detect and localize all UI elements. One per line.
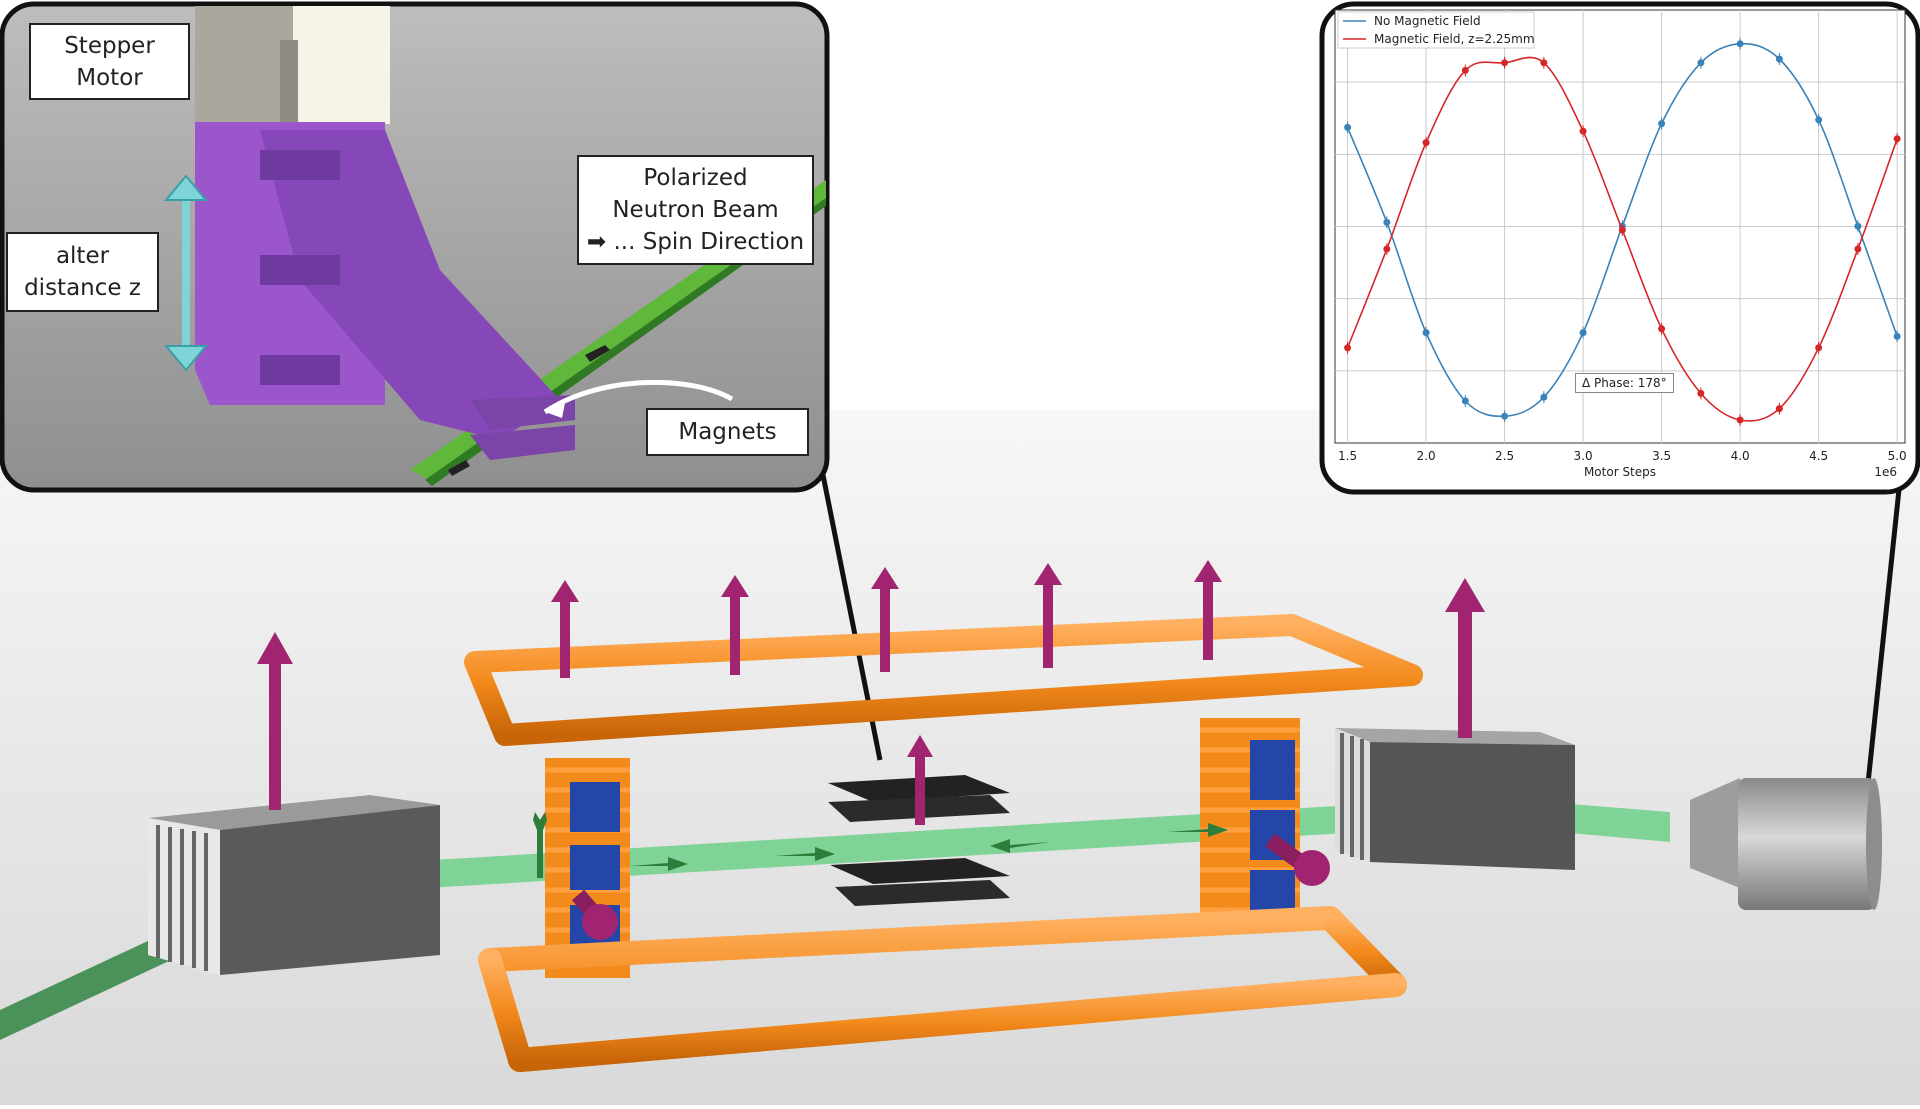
x-tick-label: 3.0 xyxy=(1574,449,1593,463)
magnets-label-text: Magnets xyxy=(678,419,777,445)
alter-distance-label: alter distance z xyxy=(6,232,159,312)
sample-magnets xyxy=(828,735,1010,906)
data-point xyxy=(1618,226,1626,234)
x-tick-label: 4.0 xyxy=(1731,449,1750,463)
double-arrow-icon xyxy=(163,174,209,372)
data-point xyxy=(1697,59,1705,67)
plot-series xyxy=(1344,37,1901,426)
x-axis-multiplier: 1e6 xyxy=(1874,465,1897,479)
data-point xyxy=(1736,416,1744,424)
field-arrows-top xyxy=(551,560,1222,678)
data-point xyxy=(1697,389,1705,397)
data-point xyxy=(1540,59,1548,67)
data-point xyxy=(1579,127,1587,135)
data-point xyxy=(1461,66,1469,74)
alter-distance-label-line-1: alter xyxy=(55,243,110,269)
magnets-label: Magnets xyxy=(646,408,809,456)
x-tick-label: 2.5 xyxy=(1495,449,1514,463)
interference-plot: 1.5 2.0 2.5 3.0 3.5 4.0 4.5 5.0 Motor Steps 1e6… xyxy=(1334,9,1907,479)
data-point xyxy=(1658,120,1666,128)
x-tick-label: 5.0 xyxy=(1888,449,1907,463)
data-point xyxy=(1893,332,1901,340)
data-point xyxy=(1422,139,1430,147)
data-point xyxy=(1383,218,1391,226)
polarized-beam-label: Polarized Neutron Beam ➡ ... Spin Direct… xyxy=(577,155,814,265)
data-point xyxy=(1775,55,1783,63)
data-point xyxy=(1854,245,1862,253)
data-point xyxy=(1815,344,1823,352)
data-point xyxy=(1501,59,1509,67)
polarized-beam-label-line-3: ➡ ... Spin Direction xyxy=(586,229,805,255)
data-point xyxy=(1658,325,1666,333)
data-point xyxy=(1344,123,1352,131)
x-tick-label: 4.5 xyxy=(1809,449,1828,463)
data-point xyxy=(1815,116,1823,124)
data-point xyxy=(1422,329,1430,337)
data-point xyxy=(1854,222,1862,230)
stepper-motor-label-line-2: Motor xyxy=(76,64,143,91)
data-point xyxy=(1775,405,1783,413)
floor xyxy=(0,410,1920,1105)
x-tick-label: 1.5 xyxy=(1338,449,1357,463)
data-point xyxy=(1736,40,1744,48)
plot-grid xyxy=(1335,10,1905,443)
data-point xyxy=(1383,245,1391,253)
x-tick-label: 2.0 xyxy=(1417,449,1436,463)
spin-direction-arrows xyxy=(630,823,1228,871)
analyzer-block xyxy=(1335,578,1575,870)
data-point xyxy=(1893,135,1901,143)
data-point xyxy=(1344,344,1352,352)
polarizer-block xyxy=(148,632,440,975)
legend: No Magnetic Field Magnetic Field, z=2.25… xyxy=(1337,11,1535,49)
x-tick-label: 3.5 xyxy=(1652,449,1671,463)
data-point xyxy=(1540,393,1548,401)
phase-annotation: Δ Phase: 178° xyxy=(1575,373,1674,393)
x-axis-label: Motor Steps xyxy=(1584,465,1656,479)
stepper-motor-label: Stepper Motor xyxy=(29,23,190,100)
polarized-beam-label-line-2: Neutron Beam xyxy=(612,197,779,223)
guide-field-coil-top xyxy=(464,614,1423,746)
guide-field-coil-bottom xyxy=(478,906,1407,1072)
x-tick-labels: 1.5 2.0 2.5 3.0 3.5 4.0 4.5 5.0 xyxy=(1338,449,1907,463)
stepper-motor-label-line-1: Stepper xyxy=(64,32,155,59)
alter-distance-label-line-2: distance z xyxy=(24,275,141,301)
polarized-beam-label-line-1: Polarized xyxy=(643,165,748,191)
detector xyxy=(1690,778,1882,910)
inset-magnet-mount xyxy=(0,1,830,493)
data-point xyxy=(1501,412,1509,420)
legend-entry-field: Magnetic Field, z=2.25mm xyxy=(1374,32,1535,46)
data-point xyxy=(1579,329,1587,337)
legend-entry-no-field: No Magnetic Field xyxy=(1374,14,1481,28)
data-point xyxy=(1461,397,1469,405)
